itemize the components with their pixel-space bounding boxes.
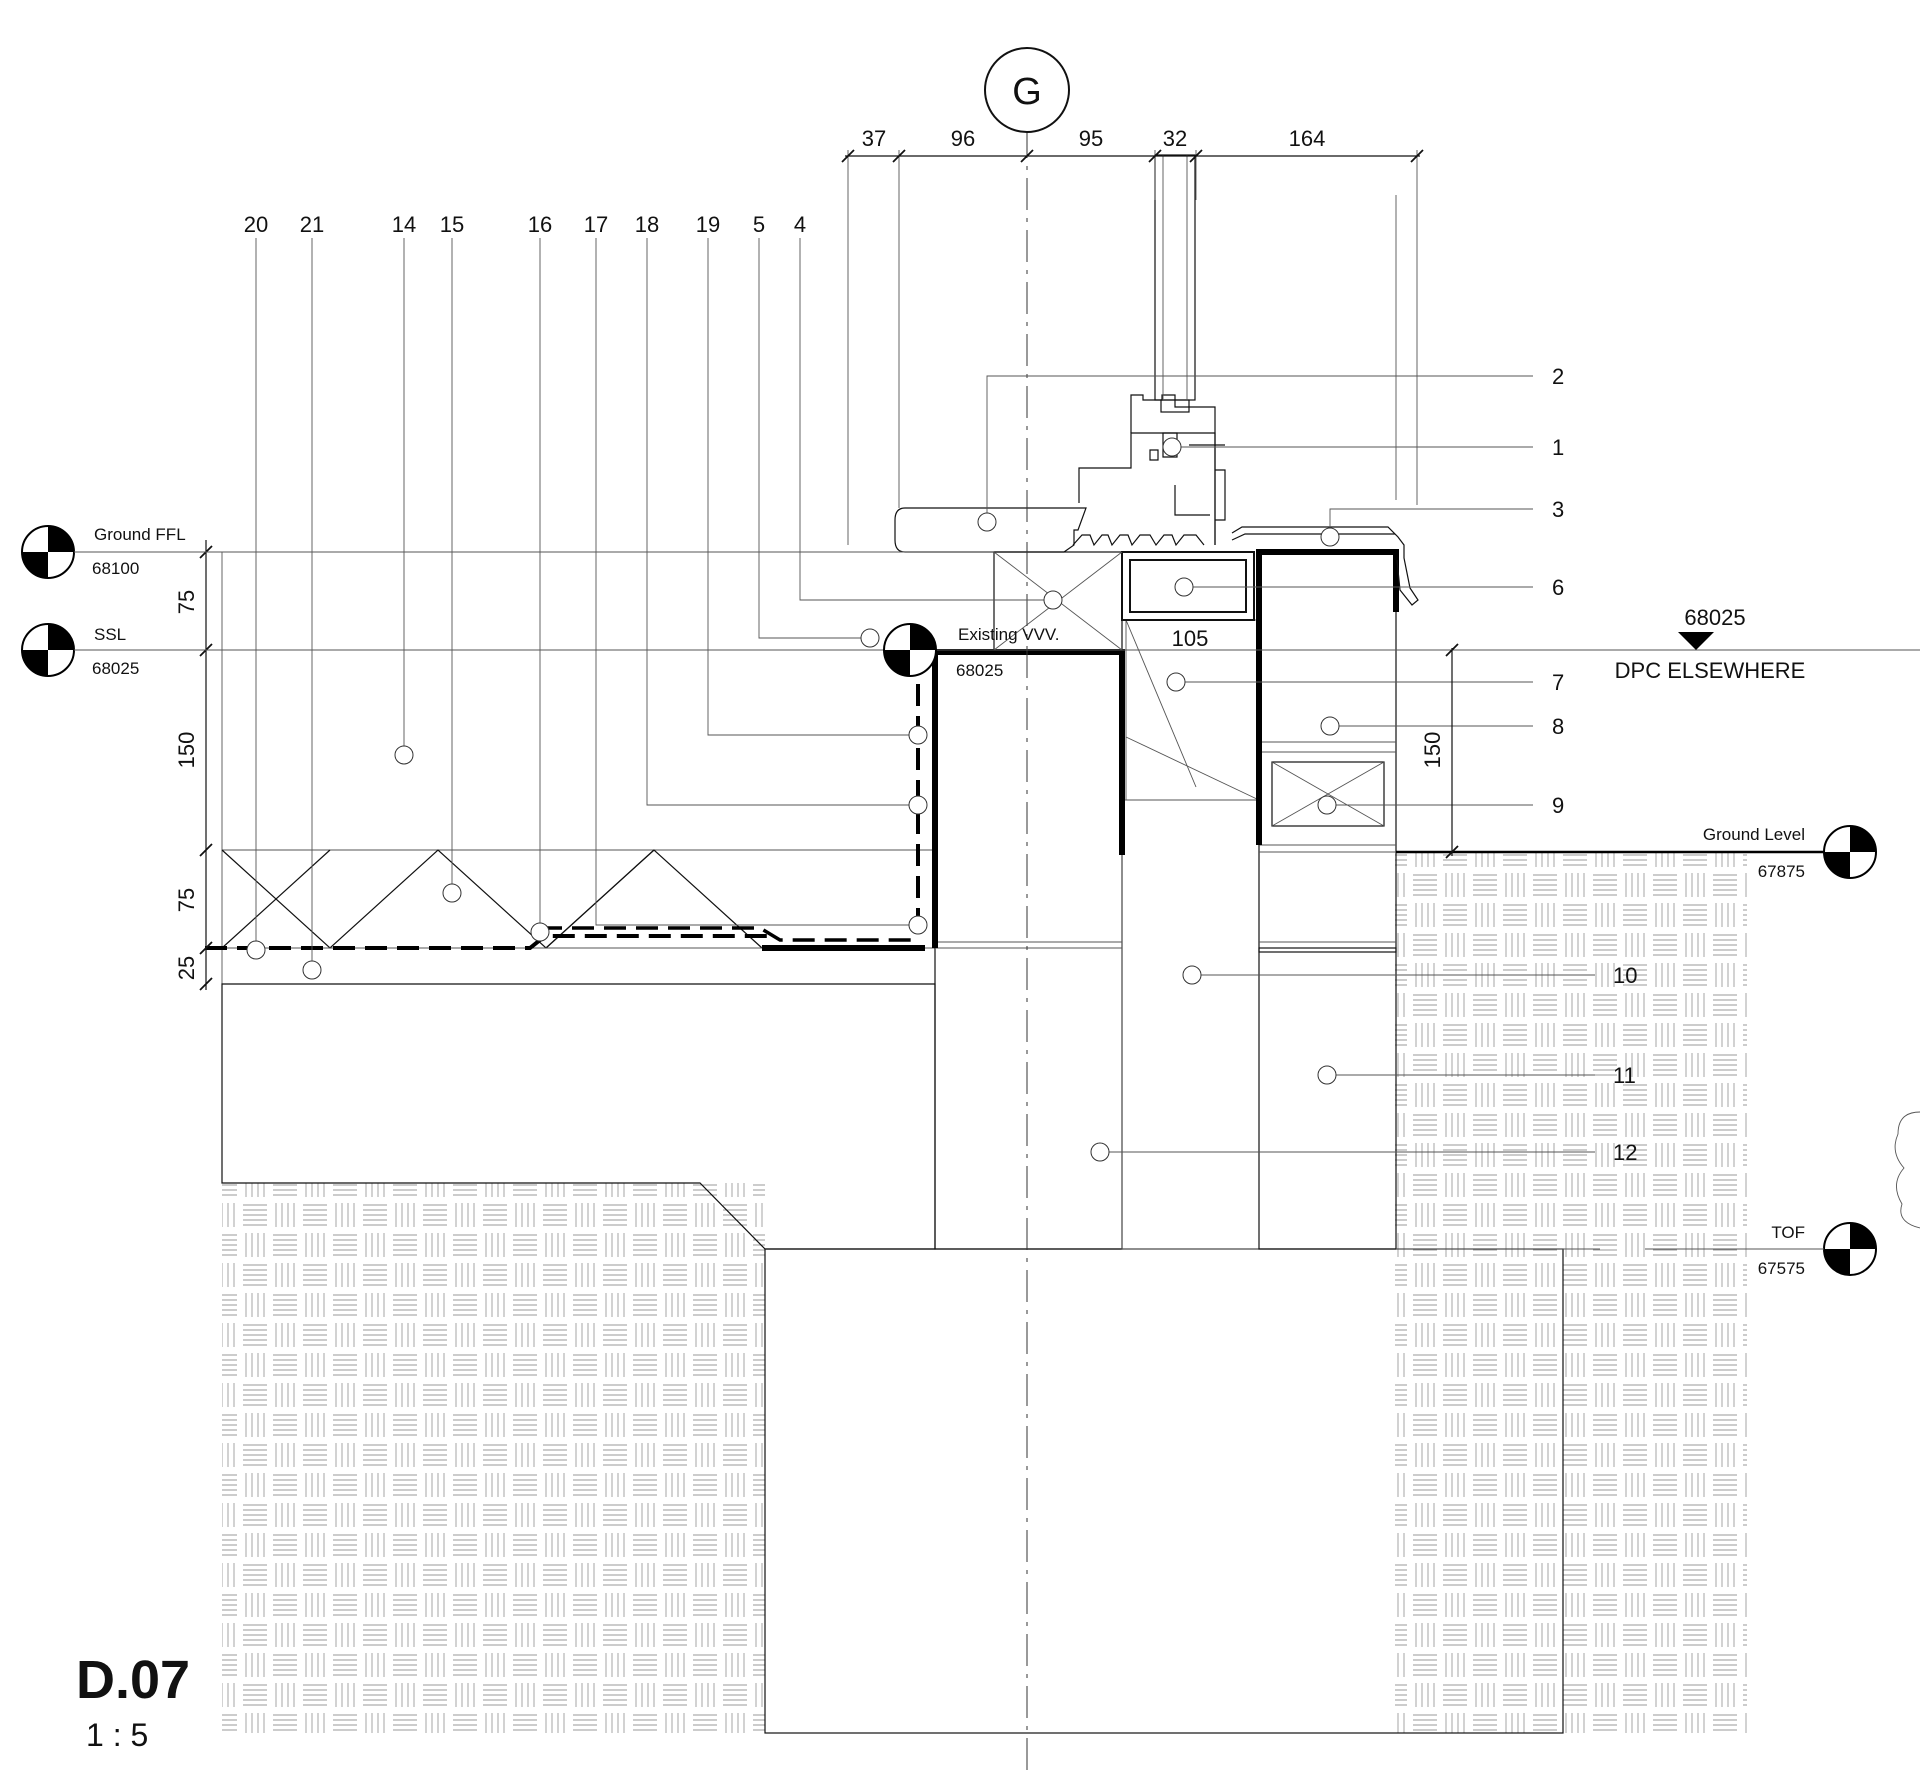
level-label-ssl: SSL xyxy=(94,625,126,644)
dpc-level-value: 68025 xyxy=(1684,605,1745,630)
aluminium-sill xyxy=(1231,526,1419,606)
slab-buildup xyxy=(205,551,995,1250)
tree-outline xyxy=(1894,1111,1920,1229)
earth-fill xyxy=(222,852,1747,1733)
callout-14: 14 xyxy=(392,212,416,237)
right-dimension-150 xyxy=(1445,643,1459,859)
dimension-105: 105 xyxy=(1172,626,1209,651)
outer-brick-wall xyxy=(1258,551,1397,1250)
dpc-membrane xyxy=(762,549,1399,951)
callout-10: 10 xyxy=(1613,963,1637,988)
level-value-existing-vvv: 68025 xyxy=(956,661,1003,680)
top-leader-lines xyxy=(255,238,1053,970)
left-dimension-chain xyxy=(199,540,213,991)
level-value-ssl: 68025 xyxy=(92,659,139,678)
grid-line-g xyxy=(984,47,1070,1777)
door-frame-profile xyxy=(1072,394,1226,547)
glazing-unit xyxy=(1154,154,1196,401)
dimension-96: 96 xyxy=(951,126,975,151)
top-dimension-chain xyxy=(841,149,1424,545)
callout-2: 2 xyxy=(1552,364,1564,389)
level-label-tof: TOF xyxy=(1771,1223,1805,1242)
level-lines xyxy=(200,551,1920,1250)
level-label-ground-level: Ground Level xyxy=(1703,825,1805,844)
dimension-right-150: 150 xyxy=(1420,732,1445,769)
insulation-layer xyxy=(221,849,936,949)
leader-markers xyxy=(246,590,1063,980)
callout-20: 20 xyxy=(244,212,268,237)
timber-threshold xyxy=(894,507,1087,553)
callout-7: 7 xyxy=(1552,670,1564,695)
concrete-slab xyxy=(221,649,936,851)
dimension-37: 37 xyxy=(862,126,886,151)
callout-21: 21 xyxy=(300,212,324,237)
dpc-elsewhere-label: DPC ELSEWHERE xyxy=(1615,658,1806,683)
callout-3: 3 xyxy=(1552,497,1564,522)
level-marker-tof xyxy=(1747,1222,1877,1276)
level-value-ground-level: 67875 xyxy=(1758,862,1805,881)
cavity-fill xyxy=(1121,799,1260,1250)
drawing-scale: 1 : 5 xyxy=(86,1717,148,1753)
sand-blinding xyxy=(221,947,936,985)
callout-16: 16 xyxy=(528,212,552,237)
level-marker-ground-level xyxy=(1747,825,1877,879)
dimension-164: 164 xyxy=(1289,126,1326,151)
level-value-tof: 67575 xyxy=(1758,1259,1805,1278)
level-label-ground-ffl: Ground FFL xyxy=(94,525,186,544)
dimension-left-150: 150 xyxy=(174,732,199,769)
callout-8: 8 xyxy=(1552,714,1564,739)
dpc-level-triangle xyxy=(1678,632,1714,650)
callout-5: 5 xyxy=(753,212,765,237)
grid-marker-label: G xyxy=(1012,71,1042,113)
level-label-existing-vvv: Existing VVV. xyxy=(958,625,1059,644)
callout-17: 17 xyxy=(584,212,608,237)
callout-18: 18 xyxy=(635,212,659,237)
level-marker-existing-vvv xyxy=(883,623,937,677)
dimension-left-75b: 75 xyxy=(174,888,199,912)
callout-15: 15 xyxy=(440,212,464,237)
callout-6: 6 xyxy=(1552,575,1564,600)
level-value-ground-ffl: 68100 xyxy=(92,559,139,578)
dimension-95: 95 xyxy=(1079,126,1103,151)
air-brick xyxy=(1271,761,1385,827)
dimension-left-25: 25 xyxy=(174,956,199,980)
right-leader-lines xyxy=(986,375,1595,1153)
dimension-32: 32 xyxy=(1163,126,1187,151)
drawing-title: D.07 xyxy=(76,1650,190,1710)
dimension-left-75a: 75 xyxy=(174,590,199,614)
callout-4: 4 xyxy=(794,212,806,237)
right-leader-markers xyxy=(977,437,1340,1162)
callout-11: 11 xyxy=(1613,1063,1636,1088)
callout-19: 19 xyxy=(696,212,720,237)
level-marker-ssl xyxy=(21,623,210,677)
callout-9: 9 xyxy=(1552,793,1564,818)
level-marker-ground-ffl xyxy=(21,525,210,579)
callout-12: 12 xyxy=(1613,1140,1637,1165)
callout-1: 1 xyxy=(1552,435,1564,460)
